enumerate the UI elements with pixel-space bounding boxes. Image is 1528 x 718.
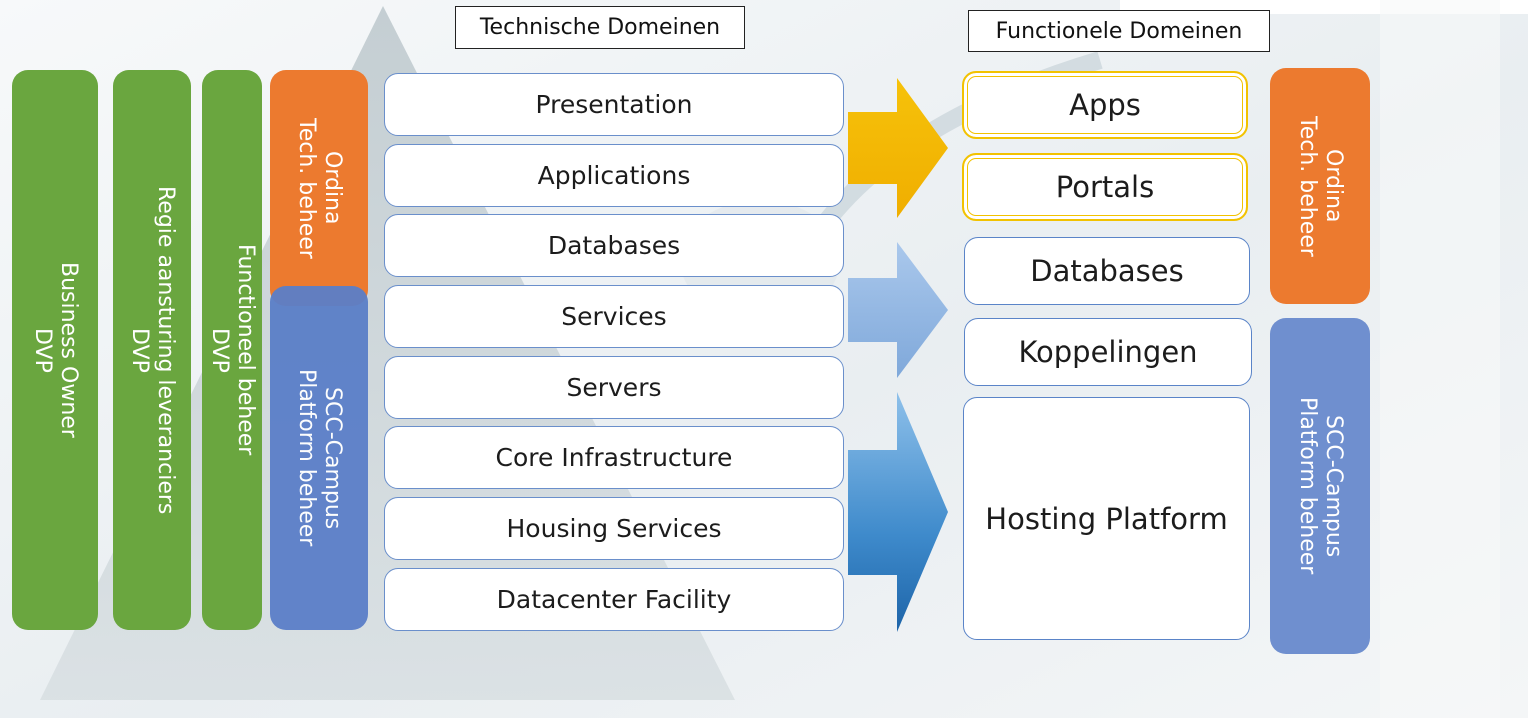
column-line: Tech. beheer	[294, 117, 319, 259]
tech-domain-datacenter-facility: Datacenter Facility	[384, 568, 844, 631]
functional-domains-title: Functionele Domeinen	[968, 10, 1270, 52]
tech-domain-housing-services: Housing Services	[384, 497, 844, 560]
right-column-ordina-tech-beheer: Ordina Tech. beheer	[1270, 68, 1370, 304]
func-domain-koppelingen: Koppelingen	[964, 318, 1252, 386]
arrow-light-blue	[848, 242, 948, 378]
column-line: Platform beheer	[1295, 397, 1320, 575]
column-regie-aansturing: Regie aansturing leveranciers DVP	[113, 70, 191, 630]
right-column-scc-platform-beheer: SCC-Campus Platform beheer	[1270, 318, 1370, 654]
column-business-owner: Business Owner DVP	[12, 70, 98, 630]
column-line: Platform beheer	[294, 369, 319, 547]
column-scc-platform-beheer: SCC-Campus Platform beheer	[270, 286, 368, 630]
column-line: DVP	[30, 327, 55, 373]
column-line: Ordina	[1321, 149, 1346, 223]
column-functioneel-beheer: Functioneel beheer DVP	[202, 70, 262, 630]
column-line: Regie aansturing leveranciers	[153, 185, 178, 515]
tech-domain-servers: Servers	[384, 356, 844, 419]
tech-domain-presentation: Presentation	[384, 73, 844, 136]
column-line: DVP	[127, 327, 152, 373]
column-line: Functioneel beheer	[233, 244, 258, 456]
tech-domain-applications: Applications	[384, 144, 844, 207]
tech-domain-core-infrastructure: Core Infrastructure	[384, 426, 844, 489]
technical-domains-title: Technische Domeinen	[455, 6, 745, 49]
func-domain-hosting-platform: Hosting Platform	[963, 397, 1250, 640]
func-domain-apps: Apps	[962, 71, 1248, 139]
func-domain-portals: Portals	[962, 153, 1248, 221]
column-line: Ordina	[320, 151, 345, 225]
tech-domain-services: Services	[384, 285, 844, 348]
column-line: Tech. beheer	[1295, 115, 1320, 257]
column-line: DVP	[207, 327, 232, 373]
column-ordina-tech-beheer: Ordina Tech. beheer	[270, 70, 368, 306]
func-domain-databases: Databases	[964, 237, 1250, 305]
tech-domain-databases: Databases	[384, 214, 844, 277]
arrow-blue	[848, 392, 948, 632]
arrow-gold	[848, 78, 948, 218]
column-line: SCC-Campus	[320, 386, 345, 530]
column-line: Business Owner	[56, 262, 81, 438]
column-line: SCC-Campus	[1321, 414, 1346, 558]
